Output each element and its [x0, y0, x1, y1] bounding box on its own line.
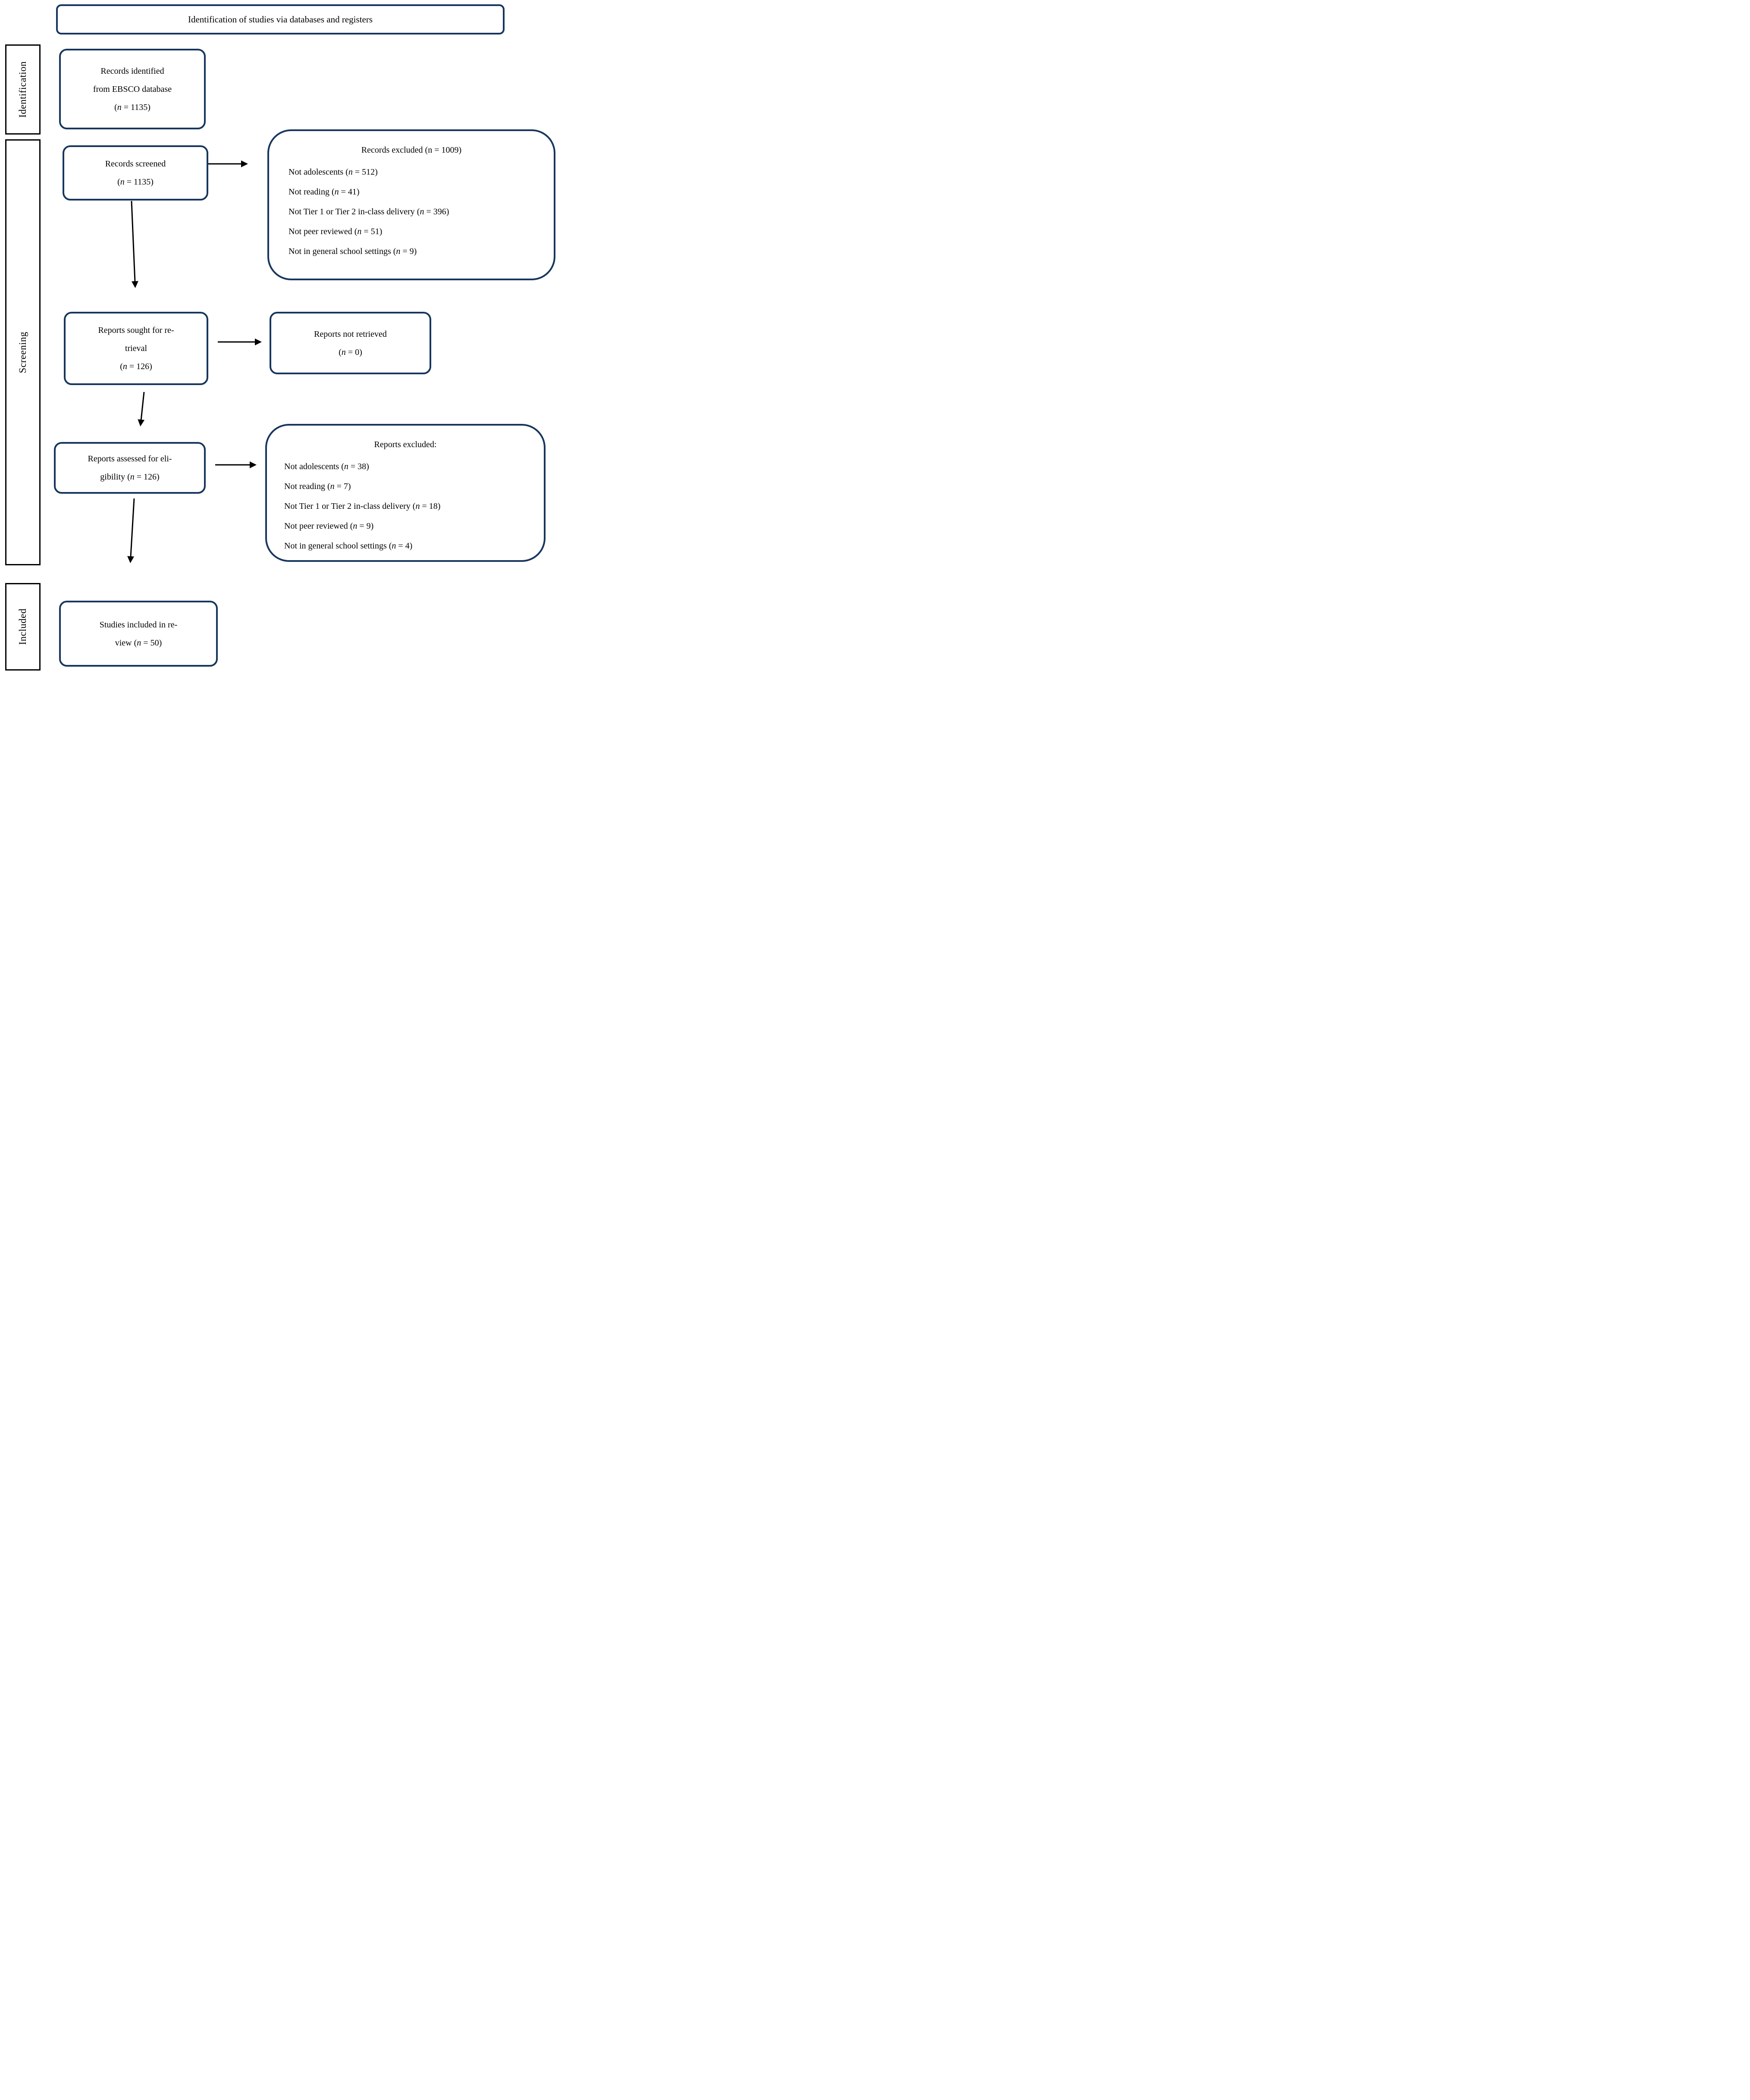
excluded-item: Not peer reviewed (n = 51) — [289, 227, 383, 236]
arrow-sought-to-assessed — [138, 392, 145, 426]
box-line: from EBSCO database — [93, 84, 172, 94]
stage-screening-label: Screening — [17, 331, 28, 373]
box-reports-excluded: Reports excluded: Not adolescents (n = 3… — [265, 424, 546, 562]
box-line: (n = 0) — [339, 347, 362, 357]
box-line: Reports not retrieved — [314, 329, 387, 339]
box-line: (n = 1135) — [117, 177, 154, 187]
box-line: (n = 126) — [120, 362, 152, 371]
box-studies-included: Studies included in re- view (n = 50) — [59, 601, 218, 667]
excluded-title: Records excluded (n = 1009) — [361, 145, 462, 155]
excluded-item: Not Tier 1 or Tier 2 in-class delivery (… — [284, 501, 441, 511]
box-records-excluded: Records excluded (n = 1009) Not adolesce… — [267, 129, 555, 280]
box-line: Records identified — [100, 66, 164, 76]
box-records-identified: Records identified from EBSCO database (… — [59, 49, 206, 129]
stage-identification: Identification — [5, 44, 41, 135]
box-reports-not-retrieved: Reports not retrieved (n = 0) — [270, 312, 431, 374]
excluded-title: Reports excluded: — [374, 440, 437, 449]
box-line: Records screened — [105, 159, 166, 169]
flow-arrows — [127, 160, 262, 563]
box-records-screened: Records screened (n = 1135) — [63, 145, 208, 201]
box-line: gibility (n = 126) — [100, 472, 160, 482]
box-reports-assessed: Reports assessed for eli- gibility (n = … — [54, 442, 206, 494]
header-box: Identification of studies via databases … — [56, 4, 505, 34]
box-line: Reports assessed for eli- — [88, 454, 172, 464]
excluded-item: Not in general school settings (n = 9) — [289, 247, 417, 256]
excluded-item: Not in general school settings (n = 4) — [284, 541, 413, 551]
stage-included-label: Included — [17, 608, 28, 645]
excluded-item: Not adolescents (n = 38) — [284, 462, 369, 471]
excluded-item: Not adolescents (n = 512) — [289, 167, 378, 177]
excluded-item: Not peer reviewed (n = 9) — [284, 521, 374, 531]
box-reports-sought: Reports sought for re- trieval (n = 126) — [64, 312, 208, 385]
box-line: trieval — [125, 344, 147, 353]
prisma-flow-diagram: Identification of studies via databases … — [0, 0, 560, 672]
stage-screening: Screening — [5, 139, 41, 565]
stage-included: Included — [5, 583, 41, 671]
excluded-item: Not Tier 1 or Tier 2 in-class delivery (… — [289, 207, 449, 216]
excluded-item: Not reading (n = 7) — [284, 482, 351, 491]
excluded-item: Not reading (n = 41) — [289, 187, 360, 197]
box-line: Reports sought for re- — [98, 326, 174, 335]
arrow-screened-to-sought — [131, 201, 138, 288]
arrow-assessed-to-included — [127, 498, 135, 563]
box-line: (n = 1135) — [114, 102, 151, 112]
box-line: Studies included in re- — [99, 620, 178, 630]
header-title: Identification of studies via databases … — [188, 14, 373, 25]
box-line: view (n = 50) — [115, 638, 162, 648]
stage-identification-label: Identification — [17, 61, 28, 118]
